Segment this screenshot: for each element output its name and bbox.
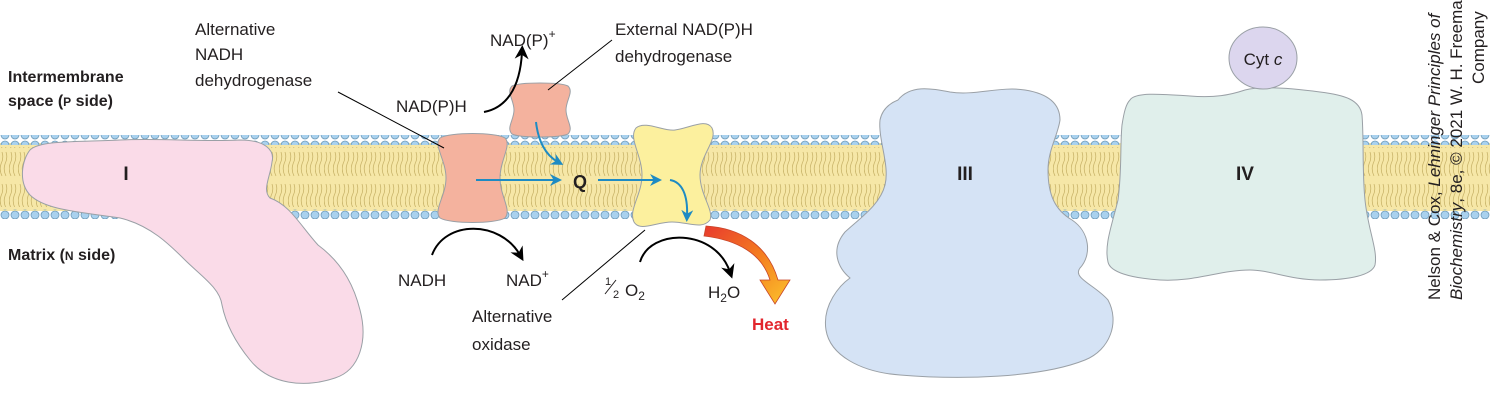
nadp-plus-label: NAD(P)+	[490, 27, 556, 50]
credit-line-3: Company	[1469, 11, 1488, 84]
half-numerator: 1	[605, 276, 611, 288]
heat-arrow	[703, 225, 791, 305]
intermembrane-label-line1: Intermembrane	[8, 69, 124, 86]
ext-dh-label-2: dehydrogenase	[615, 47, 732, 66]
alt-nadh-dh-label-1: Alternative	[195, 20, 275, 39]
nadh-label: NADH	[398, 271, 446, 290]
alt-oxidase-label-1: Alternative	[472, 307, 552, 326]
nadph-label: NAD(P)H	[396, 97, 467, 116]
copyright-credit: Nelson & Cox, Lehninger Principles of Bi…	[1425, 0, 1488, 300]
intermembrane-label-line2: space (P side)	[8, 93, 113, 110]
credit-line-2: Biochemistry, 8e, © 2021 W. H. Freeman a…	[1447, 0, 1466, 300]
alternative-nadh-dehydrogenase	[437, 133, 508, 223]
h2o-label: H2O	[708, 283, 740, 305]
half-o2-label: 1 2 O2	[604, 276, 645, 303]
alt-nadh-dh-label-2: NADH	[195, 45, 243, 64]
external-nadph-dehydrogenase	[509, 82, 571, 138]
complex-III-label: III	[957, 164, 973, 185]
heat-label: Heat	[752, 315, 789, 334]
cyt-c-label: Cyt c	[1244, 50, 1283, 69]
complex-IV	[1106, 87, 1377, 281]
nad-plus-label: NAD+	[506, 267, 549, 290]
ubiquinone-label: Q	[573, 172, 587, 192]
alt-nadh-dh-label-3: dehydrogenase	[195, 71, 312, 90]
half-denominator: 2	[613, 289, 619, 301]
complex-I-label: I	[123, 164, 128, 185]
complex-I	[22, 138, 364, 384]
cytochrome-c	[1228, 26, 1298, 90]
ext-dh-label-1: External NAD(P)H	[615, 20, 753, 39]
electron-flow-arrows	[476, 121, 694, 222]
matrix-label: Matrix (N side)	[8, 247, 115, 264]
reaction-arrows	[431, 45, 735, 279]
leader-lines	[337, 39, 646, 301]
alt-oxidase-label-2: oxidase	[472, 335, 531, 354]
credit-line-1: Nelson & Cox, Lehninger Principles of	[1425, 11, 1444, 300]
complex-IV-label: IV	[1236, 164, 1254, 185]
alternative-oxidase	[632, 123, 714, 227]
o2-label: O2	[625, 281, 645, 303]
complex-III	[824, 88, 1114, 378]
